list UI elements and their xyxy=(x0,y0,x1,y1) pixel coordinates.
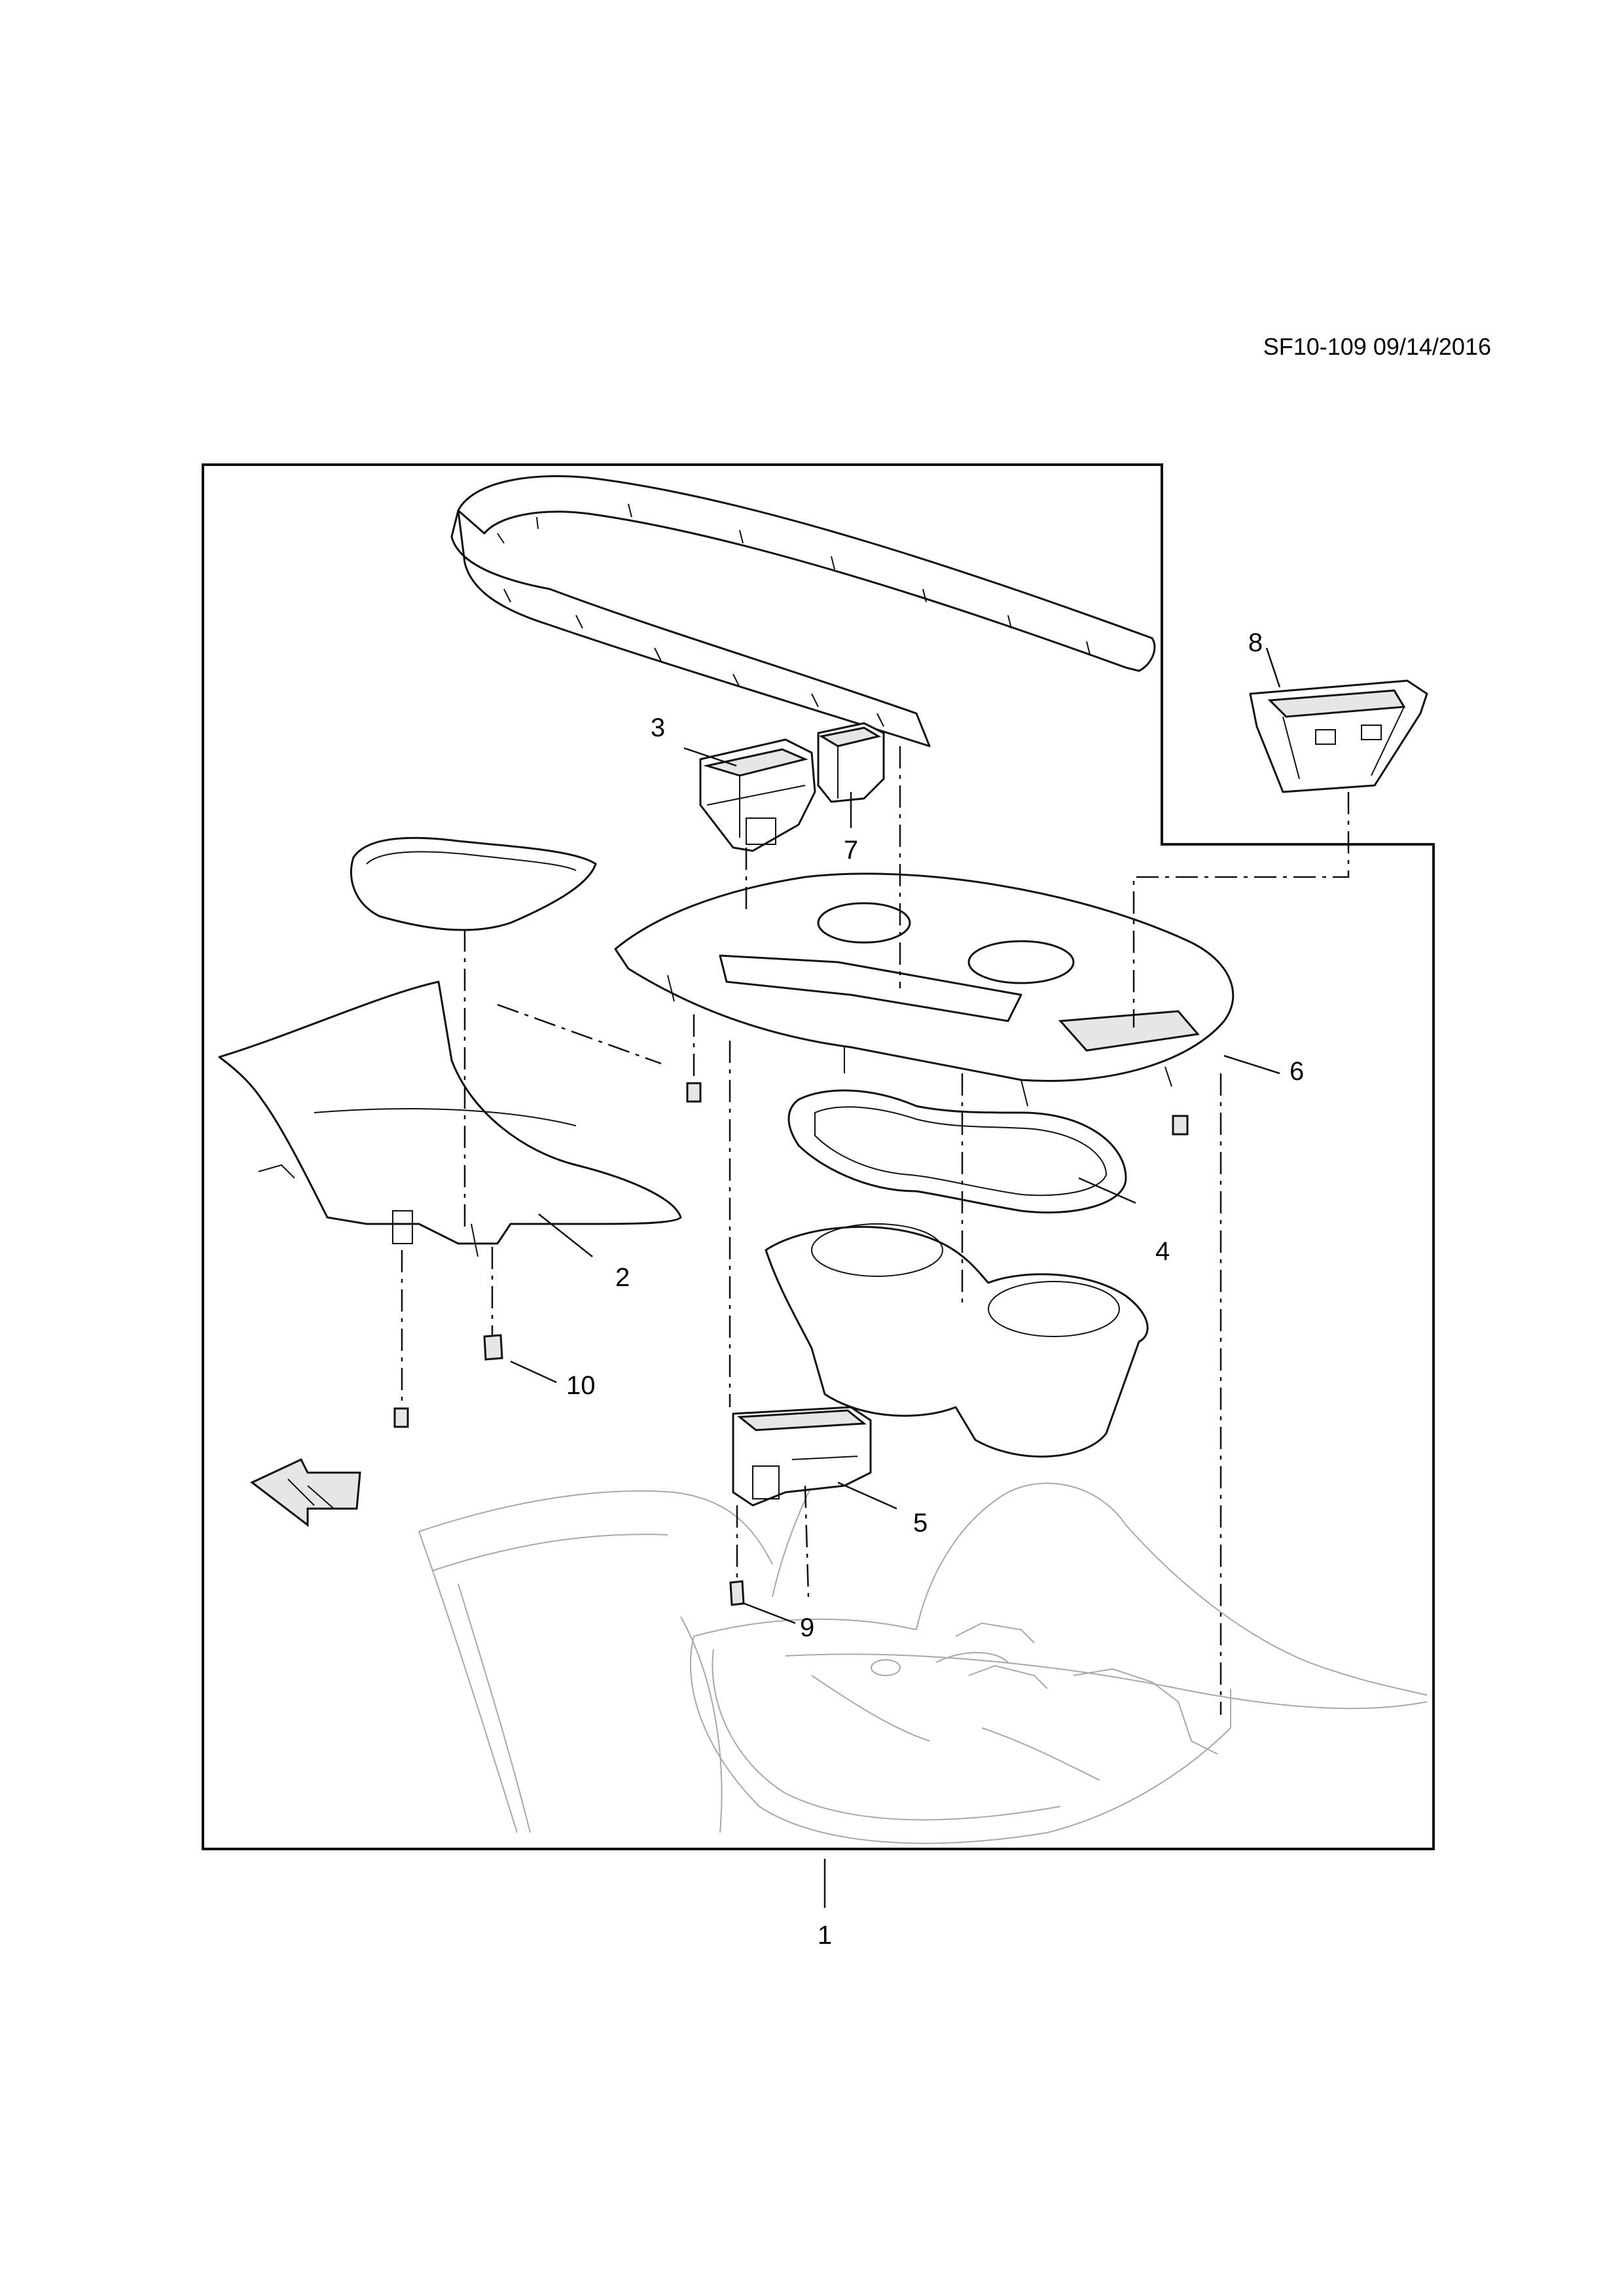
callout-3: 3 xyxy=(651,713,665,742)
callout-4: 4 xyxy=(1155,1237,1170,1266)
front-direction-arrow-icon xyxy=(250,1458,361,1528)
screws xyxy=(483,1334,745,1606)
storage-lid xyxy=(350,836,597,931)
single-switch xyxy=(817,722,885,803)
console-trim-bezel xyxy=(450,475,1156,747)
document-code: SF10-109 09/14/2016 xyxy=(1263,333,1491,360)
assembly-frame xyxy=(202,463,1435,1850)
callout-9: 9 xyxy=(800,1613,814,1642)
callout-8: 8 xyxy=(1248,628,1263,657)
callout-6: 6 xyxy=(1290,1057,1304,1086)
console-base-outline xyxy=(418,1439,1428,1844)
callout-10: 10 xyxy=(566,1371,596,1400)
storage-compartment xyxy=(218,980,682,1257)
callout-5: 5 xyxy=(913,1509,928,1537)
callout-1: 1 xyxy=(818,1921,832,1950)
console-trim-plate xyxy=(614,872,1235,1107)
alignment-lines xyxy=(401,746,1350,1715)
cup-holder-seal xyxy=(787,1089,1127,1213)
storage-bin-insert xyxy=(1249,679,1428,793)
cup-holder-body xyxy=(765,1223,1149,1458)
switch-assembly xyxy=(699,738,816,852)
callout-7: 7 xyxy=(844,836,858,865)
retainer-clips xyxy=(393,1082,1189,1428)
callout-2: 2 xyxy=(615,1263,630,1292)
usb-aux-module xyxy=(732,1406,872,1507)
callout-leaders xyxy=(510,647,1281,1908)
